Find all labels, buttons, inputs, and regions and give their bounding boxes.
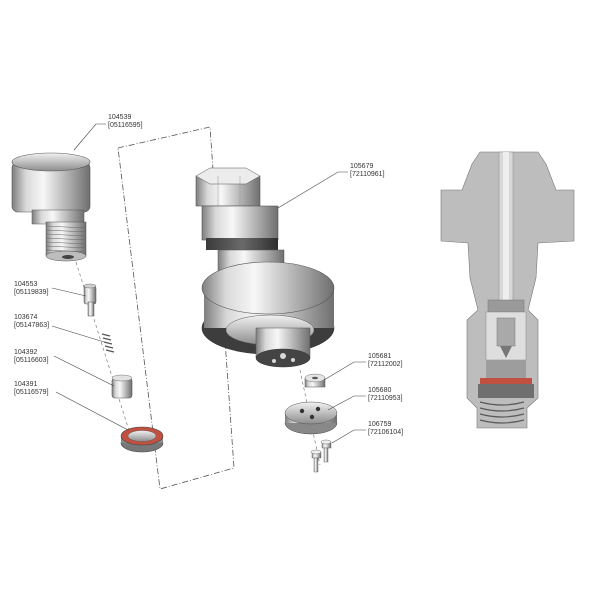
- leader-104391: [55, 391, 129, 431]
- label-105680-id: 105680: [368, 387, 391, 394]
- leader-105679: [277, 171, 348, 209]
- leader-104553: [51, 287, 87, 297]
- part-104391-seal-disc: [120, 426, 164, 453]
- exploded-boundary-outline: [117, 126, 235, 490]
- part-104553-pin: [83, 283, 97, 317]
- label-105680-code: [72110953]: [368, 395, 403, 402]
- part-104539-fitting: [11, 152, 91, 262]
- leader-103674: [51, 325, 105, 343]
- label-104391-code: [05116579]: [14, 389, 49, 396]
- label-103674-code: [05147863]: [14, 322, 49, 329]
- label-106759-code: [72106104]: [368, 429, 403, 436]
- label-104392-code: [05116603]: [14, 357, 49, 364]
- leader-104539: [73, 123, 106, 151]
- part-103674-spring: [101, 333, 115, 353]
- cross-section-view: [440, 151, 575, 429]
- leader-105680: [327, 395, 366, 411]
- leader-105681: [323, 361, 366, 381]
- label-103674-id: 103674: [14, 314, 37, 321]
- label-105681-id: 105681: [368, 353, 391, 360]
- part-104392-sleeve: [111, 374, 133, 399]
- part-105681-nut: [304, 373, 326, 388]
- label-105679-code: [72110961]: [350, 171, 385, 178]
- label-105679-id: 105679: [350, 163, 373, 170]
- label-106759-id: 106759: [368, 421, 391, 428]
- label-104553-code: [05119839]: [14, 289, 49, 296]
- label-105681-code: [72112002]: [368, 361, 403, 368]
- label-104392-id: 104392: [14, 349, 37, 356]
- label-104539-code: [05116595]: [108, 122, 143, 129]
- label-104391-id: 104391: [14, 381, 37, 388]
- part-106759-screws: [310, 439, 332, 473]
- part-105680-plate: [284, 401, 338, 435]
- part-105679-valve-body: [195, 167, 335, 368]
- leader-104392: [53, 355, 115, 387]
- label-104539-id: 104539: [108, 114, 131, 121]
- label-104553-id: 104553: [14, 281, 37, 288]
- leader-106759: [331, 429, 366, 444]
